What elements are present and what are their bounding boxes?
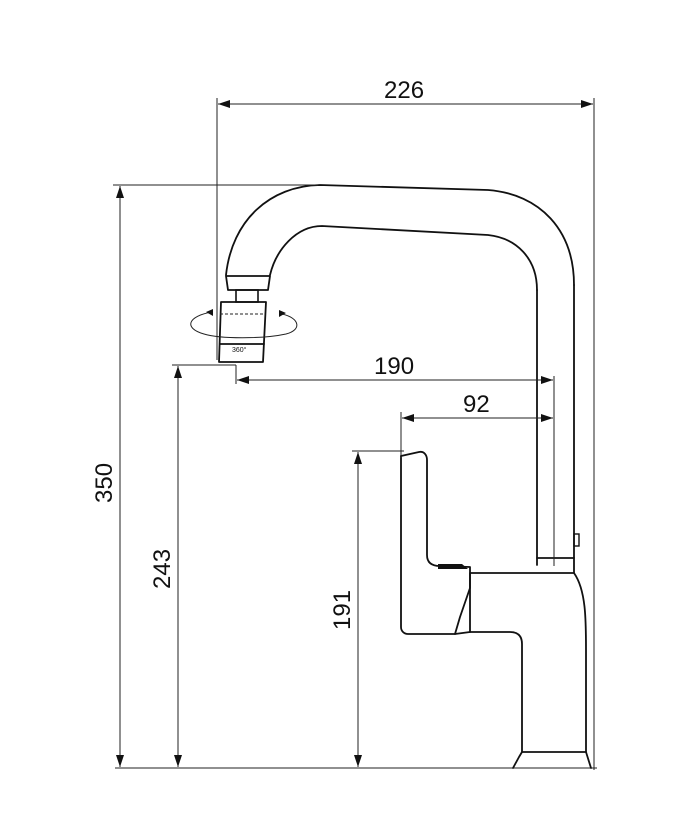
handle-top — [400, 450, 471, 635]
handle-joint — [438, 564, 468, 569]
dim-label-191: 191 — [329, 590, 356, 630]
faucet-outline: 360° — [115, 184, 597, 769]
dimension-lines: 226 350 243 190 92 191 — [91, 77, 595, 770]
rotation-arrow-left — [206, 309, 213, 316]
aerator-nut — [235, 289, 259, 303]
faucet-base — [469, 572, 592, 769]
spout-outer-curve — [225, 184, 575, 286]
dim-label-190: 190 — [374, 353, 414, 380]
aerator-body — [218, 301, 267, 363]
handle-lever — [400, 455, 471, 635]
riser-pin — [573, 533, 580, 547]
dim-label-92: 92 — [463, 391, 490, 418]
dim-label-350: 350 — [91, 463, 118, 503]
spout-inner-curve — [269, 225, 538, 291]
dim-label-226: 226 — [384, 77, 424, 104]
rotation-arrow-right — [279, 310, 286, 317]
aerator-collar — [225, 275, 271, 291]
rotation-label: 360° — [232, 346, 247, 354]
dim-label-243: 243 — [149, 549, 176, 589]
rotation-arc-front — [190, 311, 298, 339]
